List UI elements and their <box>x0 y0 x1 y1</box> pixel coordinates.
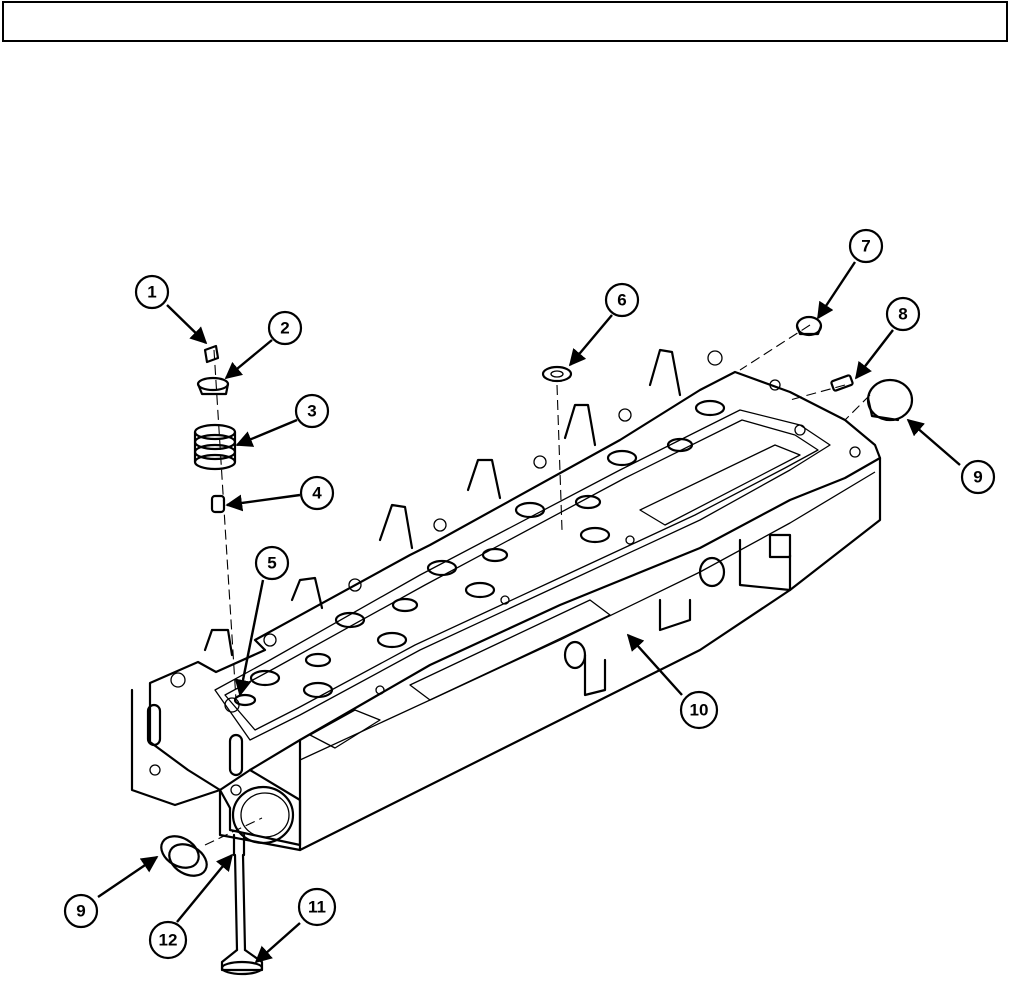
svg-text:11: 11 <box>308 898 326 917</box>
svg-text:3: 3 <box>307 402 316 421</box>
front-bore-inner <box>241 793 289 837</box>
valve-axis <box>214 350 236 700</box>
callout-11: 11 <box>299 889 335 925</box>
cylinder-head <box>132 350 880 850</box>
side-port-2 <box>565 642 585 668</box>
front-hole-2 <box>231 785 241 795</box>
leader-lines <box>98 262 960 962</box>
svg-text:4: 4 <box>312 484 322 503</box>
valve-stem-seal <box>212 496 224 512</box>
callout-8: 8 <box>887 298 919 330</box>
pedestal <box>650 350 680 395</box>
pedestal <box>468 460 500 498</box>
valve-spring <box>195 425 235 469</box>
svg-text:12: 12 <box>159 931 178 950</box>
recess <box>310 710 380 748</box>
front-slot-2 <box>230 735 242 775</box>
svg-text:5: 5 <box>267 554 276 573</box>
spring-retainer <box>198 378 228 394</box>
svg-text:10: 10 <box>690 701 709 720</box>
pedestal <box>205 630 232 655</box>
callout-2: 2 <box>269 312 301 344</box>
svg-text:8: 8 <box>898 305 907 324</box>
gasket-outline <box>215 410 830 740</box>
part8-axis <box>790 385 845 400</box>
svg-text:9: 9 <box>76 902 85 921</box>
injector-washer <box>543 367 571 381</box>
callout-6: 6 <box>606 284 638 316</box>
side-boss-3 <box>585 655 605 695</box>
front-bore <box>233 787 293 843</box>
side-boss <box>740 540 790 590</box>
head-side-edge <box>300 472 875 760</box>
part6-axis <box>557 385 562 530</box>
expansion-plug-right <box>868 380 912 420</box>
valve-keeper <box>205 346 218 362</box>
pedestal <box>292 578 322 608</box>
expansion-plug-left <box>156 830 213 882</box>
callout-9-left: 9 <box>65 895 97 927</box>
side-port <box>700 558 724 586</box>
recess <box>640 445 800 525</box>
callout-12: 12 <box>150 922 186 958</box>
part9-axis <box>845 395 870 420</box>
callout-1: 1 <box>136 276 168 308</box>
callout-9-right: 9 <box>962 461 994 493</box>
svg-text:7: 7 <box>861 237 870 256</box>
side-boss-2 <box>660 600 690 630</box>
svg-text:1: 1 <box>147 283 156 302</box>
pedestal <box>565 405 595 445</box>
front-hole <box>150 765 160 775</box>
pipe-plug <box>831 375 853 391</box>
svg-text:2: 2 <box>280 319 289 338</box>
callout-7: 7 <box>850 230 882 262</box>
callout-5: 5 <box>256 547 288 579</box>
svg-text:6: 6 <box>617 291 626 310</box>
valve <box>222 855 262 974</box>
recess <box>410 600 610 700</box>
svg-text:9: 9 <box>973 468 982 487</box>
side-boss-face <box>770 535 790 557</box>
callout-3: 3 <box>296 395 328 427</box>
head-front-face <box>132 690 300 845</box>
callout-4: 4 <box>301 477 333 509</box>
callout-10: 10 <box>681 692 717 728</box>
pedestal <box>380 505 412 548</box>
